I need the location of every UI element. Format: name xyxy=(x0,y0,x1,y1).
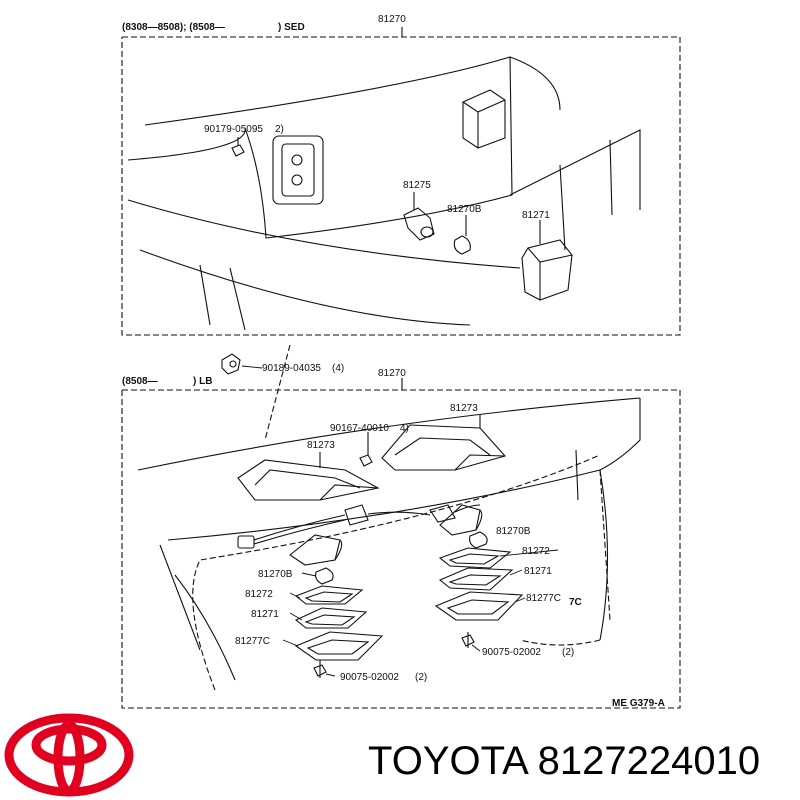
screw-90179-05095-icon xyxy=(231,137,245,157)
gasket-81272-right-icon xyxy=(438,547,512,569)
label-81273-left: 81273 xyxy=(307,440,335,451)
label-90075-02002-left: 90075-02002 xyxy=(340,672,399,683)
label-90167-40010-qty: 4) xyxy=(400,423,409,434)
label-81271-top: 81271 xyxy=(522,210,550,221)
lid-lamp-opening xyxy=(272,135,324,205)
bracket-81273-left-icon xyxy=(237,452,380,501)
top-assembly-number: 81270 xyxy=(378,14,406,25)
label-81270b-left: 81270B xyxy=(258,569,293,580)
brand-caption: TOYOTA 8127224010 xyxy=(368,739,761,783)
label-90179-05095-qty: 2) xyxy=(275,124,284,135)
label-90075-02002-right: 90075-02002 xyxy=(482,647,541,658)
label-90179-05095: 90179-05095 xyxy=(204,124,263,135)
label-81272-right: 81272 xyxy=(522,546,550,557)
label-81270b-right: 81270B xyxy=(496,526,531,537)
top-frame xyxy=(121,36,681,336)
bottom-frame xyxy=(121,389,681,709)
label-90075-02002-left-qty: (2) xyxy=(415,672,427,683)
bulb-81270b-right-icon xyxy=(469,531,488,549)
label-90189-04035-qty: (4) xyxy=(332,363,344,374)
label-81270b-top: 81270B xyxy=(447,204,482,215)
toyota-logo-icon xyxy=(4,713,134,797)
bulb-81270b-icon xyxy=(453,215,471,255)
label-81277c-left: 81277C xyxy=(235,636,270,647)
leader-lines xyxy=(241,365,559,677)
lamp-81271-icon xyxy=(521,220,573,301)
label-81271-left: 81271 xyxy=(251,609,279,620)
bottom-body-type: ) LB xyxy=(193,376,212,387)
bottom-assembly-number: 81270 xyxy=(378,368,406,379)
top-section-leader xyxy=(264,344,291,441)
top-model-range: (8308—8508); (8508— xyxy=(122,22,225,33)
cover-81277c-right-icon xyxy=(434,591,524,621)
label-90075-02002-right-qty: (2) xyxy=(562,647,574,658)
wire-harness xyxy=(237,504,481,549)
label-81277c-right: 81277C xyxy=(526,593,561,604)
gasket-81272-left-icon xyxy=(294,585,364,605)
label-81273-right: 81273 xyxy=(450,403,478,414)
lens-81271-left-icon xyxy=(294,607,368,629)
label-81275: 81275 xyxy=(403,180,431,191)
screw-90075-02002-right-icon xyxy=(461,632,475,648)
socket-81275-icon xyxy=(403,192,435,241)
label-81277c-right-suffix: 7C xyxy=(569,597,582,608)
liftback-body xyxy=(137,397,641,691)
socket-right-icon xyxy=(439,504,483,536)
screw-90075-02002-left-icon xyxy=(313,660,327,678)
cover-81277c-left-icon xyxy=(294,631,384,661)
top-body-type: ) SED xyxy=(278,22,305,33)
socket-left-icon xyxy=(289,534,343,566)
bracket-81273-right-icon xyxy=(381,415,506,471)
bulb-81270b-left-icon xyxy=(315,567,334,585)
bottom-model-range: (8508— xyxy=(122,376,158,387)
label-81271-right: 81271 xyxy=(524,566,552,577)
label-81272-left: 81272 xyxy=(245,589,273,600)
trunk-lid-sedan xyxy=(127,56,641,331)
label-90167-40010: 90167-40010 xyxy=(330,423,389,434)
label-90189-04035: 90189-04035 xyxy=(262,363,321,374)
screw-90167-40010-icon xyxy=(359,432,373,467)
lens-81271-right-icon xyxy=(438,567,514,591)
clip-90189-04035-icon xyxy=(221,353,241,375)
drawing-code: ME G379-A xyxy=(612,698,665,709)
